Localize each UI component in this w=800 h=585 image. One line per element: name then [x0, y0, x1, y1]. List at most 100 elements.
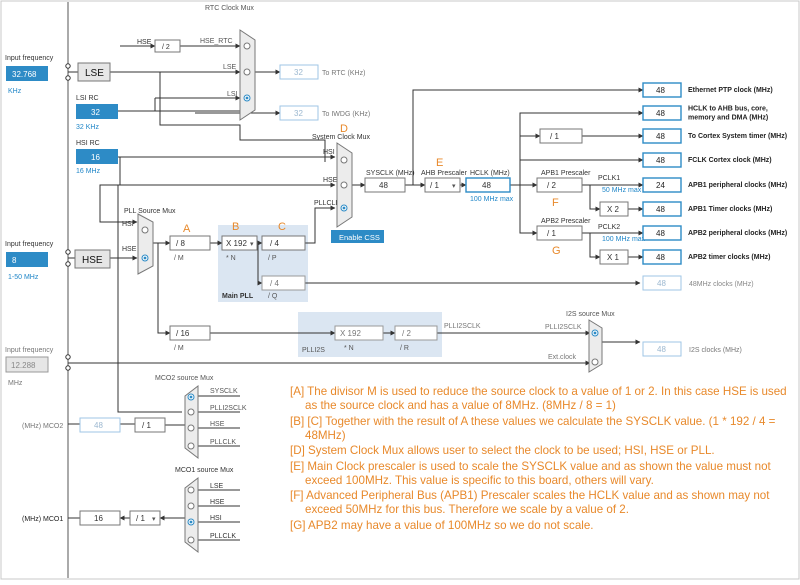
- iwdg-output-value: 32: [294, 109, 303, 118]
- mco1-mux-title: MCO1 source Mux: [175, 467, 234, 474]
- pll-n-multiplier[interactable]: [221, 235, 258, 251]
- mco2-output-value: 48: [94, 421, 103, 430]
- pclk1-label: PCLK1: [598, 175, 620, 182]
- output-label-5: APB1 Timer clocks (MHz): [688, 206, 772, 213]
- hse-frequency-value: 8: [12, 256, 17, 265]
- pll-src-option-hsi[interactable]: [141, 226, 149, 234]
- mco2-option-pllclk[interactable]: [187, 442, 195, 450]
- lse-frequency-field[interactable]: [6, 66, 48, 81]
- plli2s-m-divider[interactable]: [169, 325, 211, 341]
- i2s-output-field[interactable]: [642, 341, 682, 357]
- enable-css-button[interactable]: [331, 230, 384, 243]
- rtc-output-value: 32: [294, 68, 303, 77]
- output-field-2[interactable]: [642, 128, 682, 144]
- system-clock-mux-title: System Clock Mux: [312, 134, 370, 141]
- cortex-timer-divider[interactable]: [539, 128, 583, 144]
- output-field-6[interactable]: [642, 225, 682, 241]
- apb2-prescaler-value: / 1: [547, 229, 556, 238]
- hse-block-label: HSE: [82, 255, 103, 266]
- letter-c: C: [278, 221, 286, 233]
- mco2-divider[interactable]: [134, 417, 166, 433]
- plli2s-r-label: / R: [400, 345, 409, 352]
- i2s-output-label: I2S clocks (MHz): [689, 347, 742, 354]
- ahb-dropdown-icon[interactable]: ▾: [452, 183, 456, 190]
- ahb-prescaler-select[interactable]: [424, 177, 461, 193]
- mco2-output-field[interactable]: [79, 417, 121, 433]
- q-output-field[interactable]: [642, 275, 682, 291]
- rtc-output-field[interactable]: [279, 64, 319, 80]
- rtc-mux-option-lse[interactable]: [243, 68, 251, 76]
- mco2-source-mux[interactable]: [184, 384, 199, 460]
- i2s-plli2sclk-label: PLLI2SCLK: [545, 324, 582, 331]
- plli2s-r-divider[interactable]: [394, 325, 438, 341]
- apb2-prescaler-select[interactable]: [536, 225, 583, 241]
- lsi-rc-unit: 32 KHz: [76, 124, 99, 131]
- letter-g: G: [552, 245, 561, 257]
- mco1-divider[interactable]: [129, 510, 161, 526]
- sys-mux-option-hse[interactable]: [340, 181, 348, 189]
- mco2-input-2: HSE: [210, 421, 225, 428]
- to-rtc-label: To RTC (KHz): [322, 70, 365, 77]
- mco1-input-3: PLLCLK: [210, 533, 236, 540]
- sysclk-field[interactable]: [364, 177, 406, 193]
- ahb-prescaler-value: / 1: [430, 181, 439, 190]
- plli2s-m-value: / 16: [176, 329, 190, 338]
- output-field-3[interactable]: [642, 152, 682, 168]
- mco1-output-field[interactable]: [79, 510, 121, 526]
- mco1-output-value: 16: [94, 514, 103, 523]
- mco2-option-hse[interactable]: [187, 424, 195, 432]
- pll-m-divider[interactable]: [169, 235, 211, 251]
- pll-src-hse-label: HSE: [122, 246, 137, 253]
- ext-frequency-field[interactable]: [5, 356, 49, 373]
- rtc-lsi-label: LSI: [227, 91, 238, 98]
- plli2s-r-value: / 2: [402, 329, 411, 338]
- output-field-5[interactable]: [642, 201, 682, 217]
- iwdg-output-field[interactable]: [279, 105, 319, 121]
- hse-block: [74, 249, 111, 269]
- mco2-input-0: SYSCLK: [210, 388, 238, 395]
- mco1-option-lse[interactable]: [187, 486, 195, 494]
- mco1-dropdown-icon[interactable]: ▾: [152, 516, 156, 523]
- apb1-prescaler-select[interactable]: [536, 177, 583, 193]
- mco-input-lines: [196, 395, 240, 541]
- i2s-mux-option-ext[interactable]: [591, 358, 599, 366]
- sysclk-label: SYSCLK (MHz): [366, 170, 415, 177]
- lse-block-label: LSE: [85, 68, 104, 79]
- pll-n-value: X 192: [226, 239, 247, 248]
- rtc-mux-selected-dot: [245, 96, 249, 100]
- mco1-option-pllclk[interactable]: [187, 536, 195, 544]
- output-value-1: 48: [656, 109, 665, 118]
- pll-source-mux[interactable]: [137, 213, 154, 275]
- mco1-source-mux[interactable]: [184, 476, 199, 554]
- explanation-notes: [A] The divisor M is used to reduce the …: [290, 385, 790, 534]
- hse-frequency-field[interactable]: [6, 252, 48, 267]
- sys-mux-option-hsi[interactable]: [340, 156, 348, 164]
- rtc-mux-option-hse[interactable]: [243, 42, 251, 50]
- mco2-label: (MHz) MCO2: [22, 423, 63, 430]
- mco1-input-1: HSE: [210, 499, 225, 506]
- output-field-0[interactable]: [642, 82, 682, 98]
- mco1-option-hse[interactable]: [187, 502, 195, 510]
- output-field-4[interactable]: [642, 177, 682, 193]
- plli2s-label: PLLI2S: [302, 347, 325, 354]
- output-label-1-line-0: HCLK to AHB bus, core,: [688, 106, 768, 113]
- mco2-option-plli2sclk[interactable]: [187, 408, 195, 416]
- pll-p-label: / P: [268, 255, 277, 262]
- pll-n-dropdown-icon[interactable]: ▾: [250, 241, 254, 248]
- rtc-mux-title: RTC Clock Mux: [205, 5, 254, 12]
- pll-p-divider[interactable]: [261, 235, 306, 251]
- mco1-input-2: HSI: [210, 515, 222, 522]
- plli2s-m-label: / M: [174, 345, 184, 352]
- hclk-value: 48: [482, 181, 491, 190]
- output-field-1[interactable]: [642, 105, 682, 121]
- mco2-selected-dot: [189, 395, 193, 399]
- hclk-field[interactable]: [465, 177, 511, 193]
- pll-q-divider[interactable]: [261, 275, 306, 291]
- lsi-rc-value: 32: [91, 108, 100, 117]
- mco1-div-value: / 1: [136, 514, 145, 523]
- plli2s-n-multiplier[interactable]: [334, 325, 384, 341]
- output-field-7[interactable]: [642, 249, 682, 265]
- output-label-3: FCLK Cortex clock (MHz): [688, 157, 772, 164]
